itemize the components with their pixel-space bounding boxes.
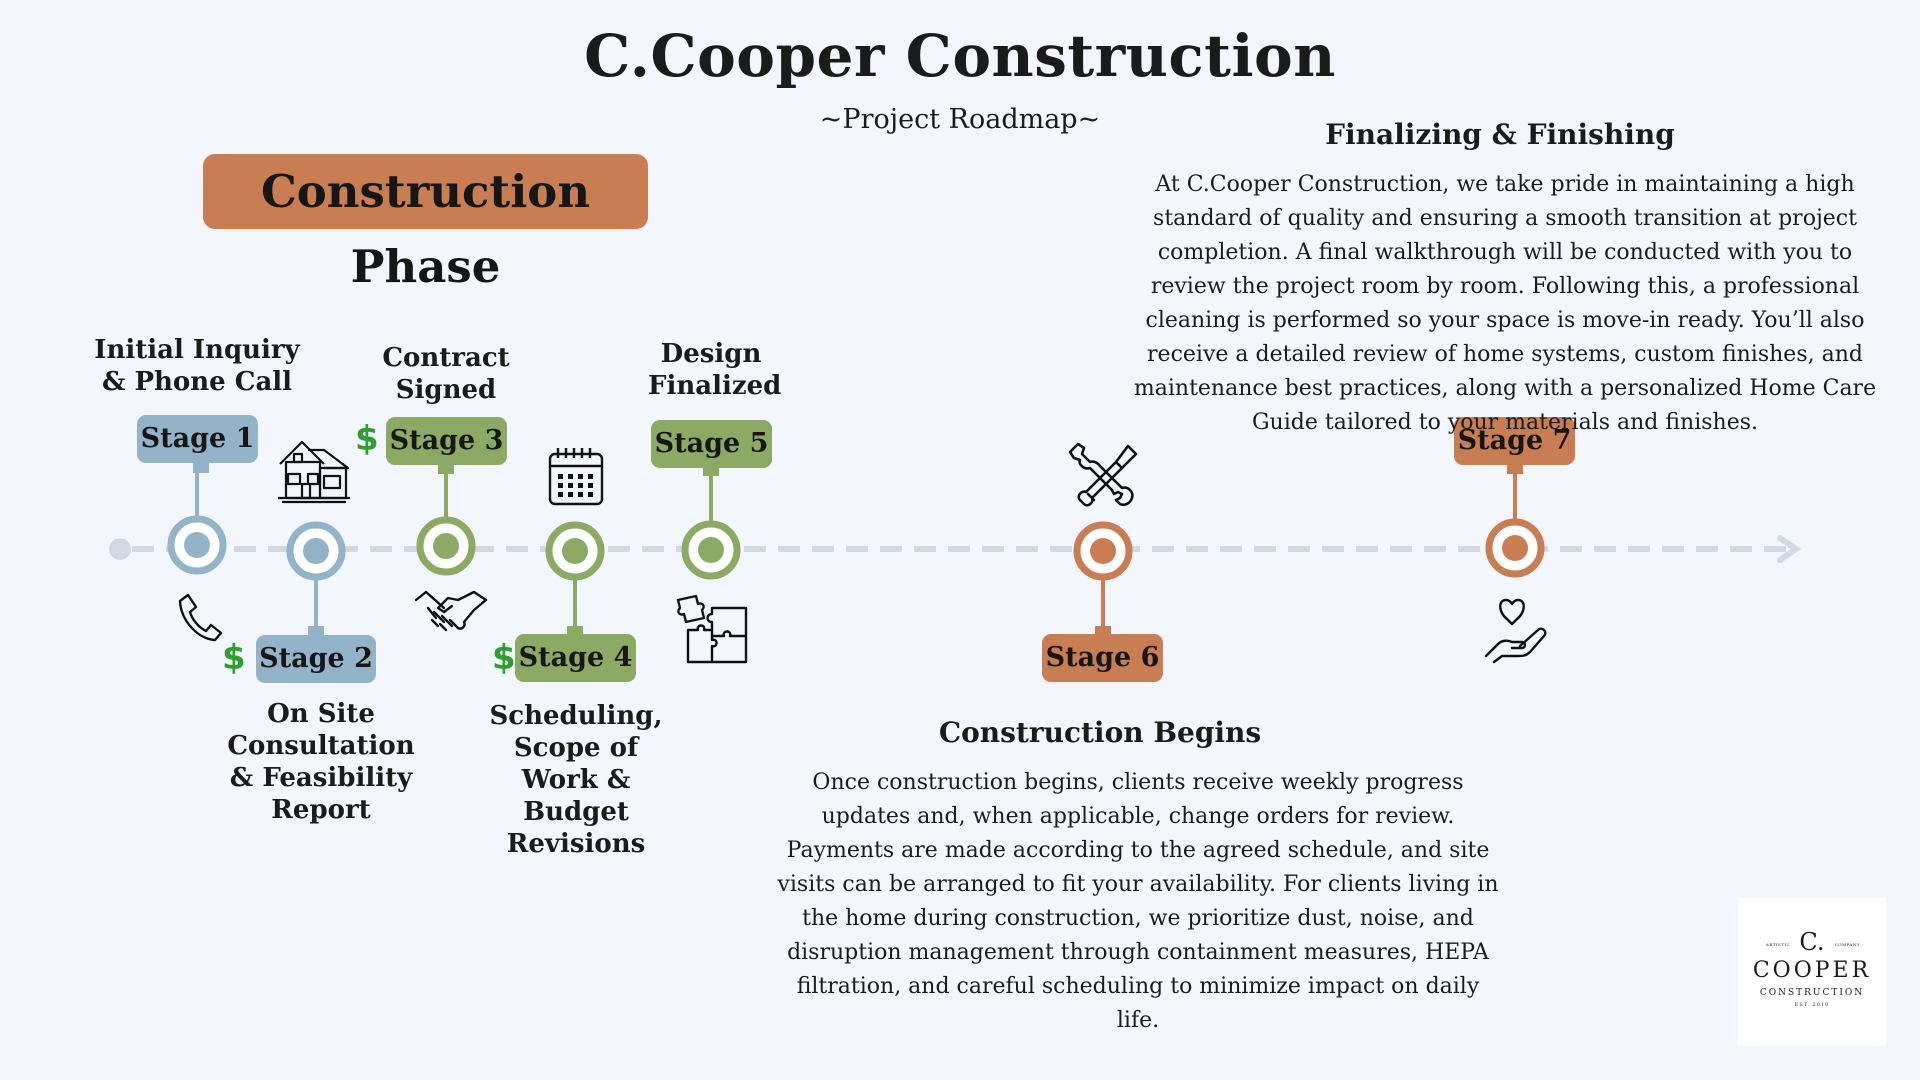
stage-2-node: [286, 521, 346, 638]
payment-dollar-icon: $: [222, 638, 246, 678]
track-arrow-icon: [1777, 535, 1802, 563]
stage-4-pill: Stage 4: [515, 634, 636, 682]
construction-description: Once construction begins, clients receiv…: [777, 770, 1499, 1033]
stage-6-node: [1073, 521, 1133, 638]
logo-tagline: CONSTRUCTION: [1759, 988, 1865, 998]
page-subtitle: ~Project Roadmap~: [819, 104, 1101, 135]
puzzle-icon: [676, 594, 748, 664]
stage-5-label: Design Finalized: [648, 339, 782, 401]
stage-3-pill: Stage 3: [386, 417, 507, 465]
hand-heart-icon: [1484, 598, 1547, 664]
house-icon: [278, 440, 350, 504]
logo-initial: C.: [1799, 928, 1825, 956]
stage-3-label: Contract Signed: [382, 343, 510, 405]
stage-7-node: [1485, 462, 1545, 578]
stage-2-pill: Stage 2: [256, 635, 376, 683]
stage-1-node: [167, 461, 227, 575]
stage-5-node: [681, 464, 741, 580]
track-start-dot: [109, 538, 131, 560]
tools-icon: [1068, 442, 1138, 507]
stage-1-label: Initial Inquiry & Phone Call: [94, 335, 300, 397]
calendar-icon: [548, 448, 604, 506]
stage-3-node: [416, 462, 476, 576]
stage-4-label: Scheduling, Scope of Work & Budget Revis…: [489, 701, 663, 859]
stage-6-pill: Stage 6: [1042, 634, 1163, 682]
page-title: C.Cooper Construction: [584, 22, 1336, 90]
payment-dollar-icon: $: [492, 638, 516, 678]
phone-icon: [178, 593, 223, 642]
stage-1-pill: Stage 1: [137, 415, 258, 463]
stage-4-node: [545, 521, 605, 638]
logo-left-text: ARTISTIC: [1766, 942, 1791, 947]
stage-2-label: On Site Consultation & Feasibility Repor…: [227, 699, 415, 825]
stage-5-pill: Stage 5: [651, 420, 772, 468]
stage-7-pill: Stage 7: [1454, 417, 1575, 465]
company-logo: ARTISTIC COMPANY C. COOPER CONSTRUCTION …: [1738, 898, 1886, 1046]
finalizing-title: Finalizing & Finishing: [1325, 118, 1675, 151]
phase-badge: Construction Phase: [203, 154, 648, 293]
logo-est: EST. 2010: [1794, 1002, 1830, 1008]
construction-title: Construction Begins: [938, 716, 1262, 749]
logo-name: COOPER: [1752, 958, 1872, 983]
payment-dollar-icon: $: [355, 419, 379, 459]
handshake-icon: [414, 590, 488, 632]
finalizing-description: At C.Cooper Construction, we take pride …: [1133, 172, 1877, 435]
logo-right-text: COMPANY: [1834, 942, 1860, 947]
